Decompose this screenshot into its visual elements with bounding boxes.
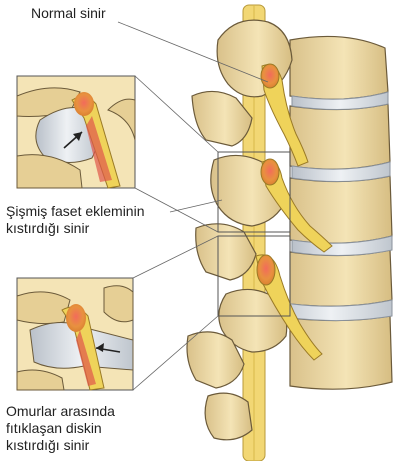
label-normal-nerve: Normal sinir: [31, 5, 106, 22]
leader-lines: [117, 21, 269, 391]
intervertebral-discs: [269, 91, 393, 322]
label-disc-line-1: Omurlar arasında: [6, 403, 115, 419]
posterior-elements: [186, 19, 293, 441]
highlight-boxes: [217, 151, 291, 317]
leader-facet-label: [169, 199, 223, 213]
nerve-roots: [255, 63, 333, 361]
label-facet-line-2: kıstırdığı sinir: [6, 220, 90, 236]
disc-highlight-box: [217, 235, 291, 317]
label-facet-nerve: Şişmiş faset ekleminin kıstırdığı sinir: [6, 203, 145, 237]
compressed-nerve-root-facet: [261, 160, 333, 253]
label-disc-line-3: kıstırdığı sinir: [6, 437, 90, 453]
inset-disc: [16, 277, 134, 391]
normal-nerve-root: [261, 64, 309, 167]
label-disc-line-2: fıtıklaşan diskin: [6, 420, 102, 436]
leader-normal-nerve: [117, 21, 269, 83]
disc-4-herniated: [269, 299, 393, 322]
label-normal-nerve-text: Normal sinir: [31, 5, 106, 21]
disc-1: [291, 91, 389, 111]
inset-facet: [16, 75, 136, 189]
facet-highlight-box: [217, 151, 291, 233]
disc-2: [291, 161, 391, 183]
label-facet-line-1: Şişmiş faset ekleminin: [6, 203, 145, 219]
label-disc-nerve: Omurlar arasında fıtıklaşan diskin kıstı…: [6, 403, 115, 454]
